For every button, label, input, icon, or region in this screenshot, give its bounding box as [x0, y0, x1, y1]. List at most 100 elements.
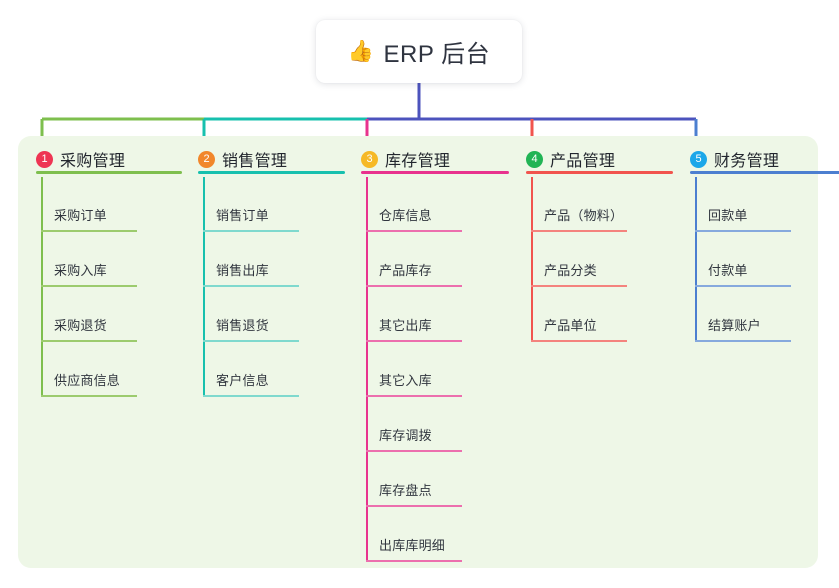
branches-panel: [18, 136, 818, 568]
leaf-item-label: 其它出库: [379, 318, 432, 333]
leaf-item[interactable]: 产品库存: [343, 232, 509, 287]
branch-badge-2: 2: [198, 150, 215, 168]
branch-spine: [531, 177, 533, 342]
leaf-item-underline: [366, 230, 462, 232]
leaf-item-underline: [695, 285, 791, 287]
leaf-item-underline: [366, 450, 462, 452]
leaf-item-label: 仓库信息: [379, 208, 432, 223]
leaf-item[interactable]: 销售订单: [180, 177, 345, 232]
leaf-item-label: 销售出库: [216, 263, 269, 278]
branch-spine: [366, 177, 368, 562]
branch-spine: [203, 177, 205, 397]
leaf-item-label: 采购订单: [54, 208, 107, 223]
branch-header-销售管理[interactable]: 2 销售管理: [180, 144, 345, 174]
leaf-item[interactable]: 出库库明细: [343, 507, 509, 562]
leaf-item-label: 出库库明细: [379, 538, 446, 553]
leaf-item[interactable]: 其它入库: [343, 342, 509, 397]
leaf-item-label: 其它入库: [379, 373, 432, 388]
leaf-item-label: 客户信息: [216, 373, 269, 388]
leaf-item-underline: [366, 340, 462, 342]
leaf-item-underline: [366, 395, 462, 397]
leaf-item-label: 库存调拨: [379, 428, 432, 443]
branch-column-采购管理: 1 采购管理采购订单采购入库采购退货供应商信息: [18, 144, 182, 397]
leaf-item[interactable]: 客户信息: [180, 342, 345, 397]
leaf-item[interactable]: 仓库信息: [343, 177, 509, 232]
leaf-item-underline: [41, 340, 137, 342]
leaf-item-underline: [366, 285, 462, 287]
leaf-item-label: 产品单位: [544, 318, 597, 333]
leaf-item[interactable]: 库存调拨: [343, 397, 509, 452]
root-node[interactable]: 👍 ERP 后台: [316, 20, 522, 83]
branch-title: 库存管理: [385, 153, 451, 170]
branch-title: 销售管理: [222, 153, 288, 170]
leaf-item-underline: [366, 560, 462, 562]
leaf-item-label: 销售退货: [216, 318, 269, 333]
branch-column-销售管理: 2 销售管理销售订单销售出库销售退货客户信息: [180, 144, 345, 397]
branch-spine: [41, 177, 43, 397]
branch-badge-5: 5: [690, 150, 707, 168]
branch-badge-1: 1: [36, 150, 53, 168]
leaf-item-underline: [203, 395, 299, 397]
leaf-item-underline: [695, 340, 791, 342]
branch-header-underline: [198, 171, 345, 174]
branch-badge-3: 3: [361, 150, 378, 168]
leaf-item-label: 产品库存: [379, 263, 432, 278]
branch-title: 财务管理: [714, 153, 780, 170]
leaf-item-label: 产品分类: [544, 263, 597, 278]
branch-header-underline: [361, 171, 509, 174]
branch-header-采购管理[interactable]: 1 采购管理: [18, 144, 182, 174]
leaf-item-label: 结算账户: [708, 318, 761, 333]
branch-leaf-list: 采购订单采购入库采购退货供应商信息: [18, 177, 182, 397]
leaf-item-underline: [531, 340, 627, 342]
leaf-item-label: 销售订单: [216, 208, 269, 223]
leaf-item-label: 供应商信息: [54, 373, 121, 388]
leaf-item[interactable]: 库存盘点: [343, 452, 509, 507]
leaf-item-label: 产品（物料）: [544, 208, 624, 223]
leaf-item-underline: [41, 285, 137, 287]
leaf-item-underline: [203, 285, 299, 287]
leaf-item-label: 付款单: [708, 263, 748, 278]
leaf-item[interactable]: 采购退货: [18, 287, 182, 342]
leaf-item-label: 库存盘点: [379, 483, 432, 498]
leaf-item[interactable]: 产品单位: [508, 287, 673, 342]
branch-leaf-list: 产品（物料） 产品分类产品单位: [508, 177, 673, 342]
leaf-item[interactable]: 其它出库: [343, 287, 509, 342]
leaf-item-underline: [41, 395, 137, 397]
leaf-item[interactable]: 销售出库: [180, 232, 345, 287]
root-node-text: ERP 后台: [383, 41, 491, 68]
leaf-item[interactable]: 销售退货: [180, 287, 345, 342]
leaf-item[interactable]: 产品分类: [508, 232, 673, 287]
leaf-item[interactable]: 回款单: [672, 177, 839, 232]
leaf-item-label: 回款单: [708, 208, 748, 223]
branch-leaf-list: 销售订单销售出库销售退货客户信息: [180, 177, 345, 397]
leaf-item[interactable]: 付款单: [672, 232, 839, 287]
branch-column-财务管理: 5 财务管理回款单付款单结算账户: [672, 144, 839, 342]
leaf-item[interactable]: 产品（物料）: [508, 177, 673, 232]
leaf-item[interactable]: 采购入库: [18, 232, 182, 287]
leaf-item[interactable]: 供应商信息: [18, 342, 182, 397]
branch-title: 产品管理: [550, 153, 616, 170]
branch-column-库存管理: 3 库存管理仓库信息产品库存其它出库其它入库库存调拨库存盘点出库库明细: [343, 144, 509, 562]
branch-header-underline: [36, 171, 182, 174]
branch-title: 采购管理: [60, 153, 126, 170]
thumbs-up-icon: 👍: [347, 40, 375, 63]
leaf-item[interactable]: 采购订单: [18, 177, 182, 232]
leaf-item-label: 采购入库: [54, 263, 107, 278]
leaf-item-underline: [531, 285, 627, 287]
leaf-item-underline: [531, 230, 627, 232]
branch-header-underline: [690, 171, 839, 174]
branch-leaf-list: 回款单付款单结算账户: [672, 177, 839, 342]
leaf-item[interactable]: 结算账户: [672, 287, 839, 342]
leaf-item-underline: [203, 230, 299, 232]
root-node-label: 👍 ERP 后台: [348, 34, 490, 69]
leaf-item-underline: [203, 340, 299, 342]
branch-header-财务管理[interactable]: 5 财务管理: [672, 144, 839, 174]
leaf-item-underline: [366, 505, 462, 507]
branch-header-underline: [526, 171, 673, 174]
leaf-item-underline: [695, 230, 791, 232]
branch-header-库存管理[interactable]: 3 库存管理: [343, 144, 509, 174]
leaf-item-underline: [41, 230, 137, 232]
